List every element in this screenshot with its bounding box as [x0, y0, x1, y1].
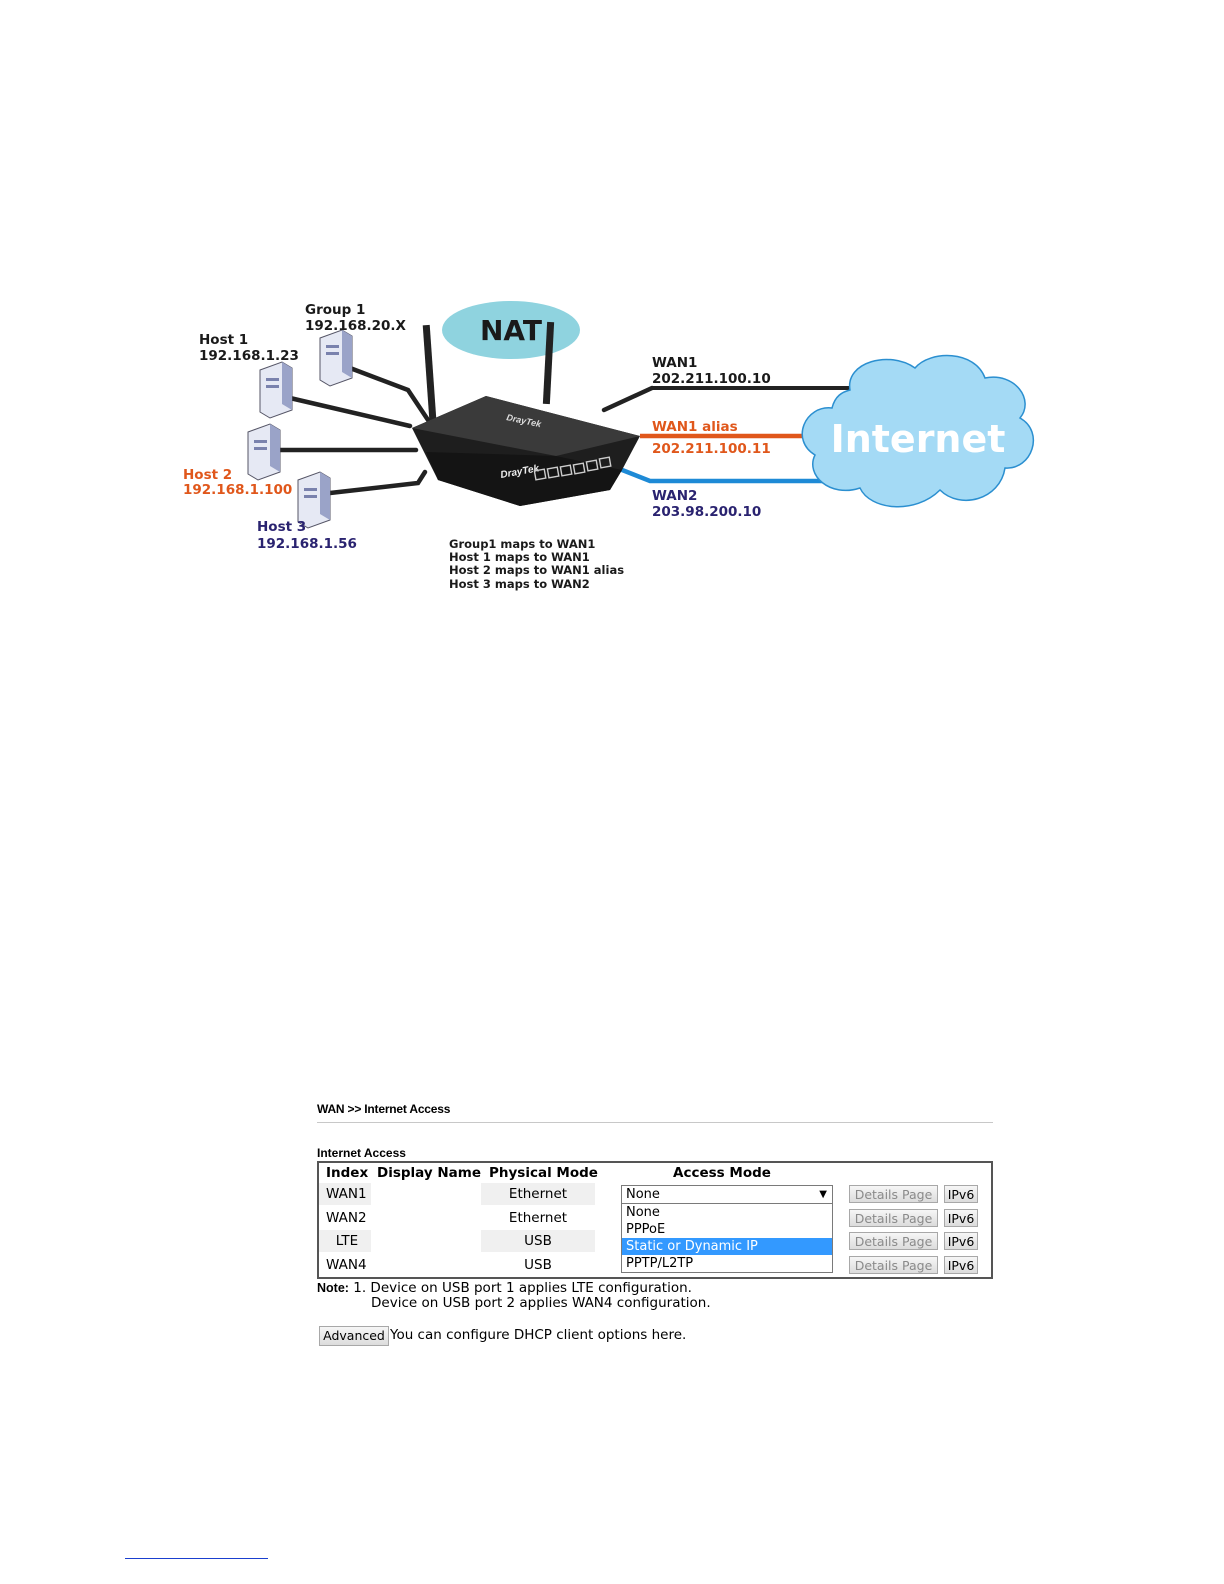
nat-label: NAT	[480, 314, 542, 347]
ipv6-button[interactable]: IPv6	[944, 1185, 978, 1203]
nat-ellipse	[442, 301, 580, 359]
option-none[interactable]: None	[626, 1205, 660, 1220]
table-row: LTE USB Details Page IPv6	[319, 1230, 991, 1254]
row-index: LTE	[335, 1233, 359, 1249]
header-index: Index	[326, 1165, 369, 1181]
server-icon-host1	[259, 361, 293, 419]
wan1-alias-name: WAN1 alias	[652, 419, 738, 435]
host3-ip: 192.168.1.56	[257, 536, 357, 552]
table-row: WAN2 Ethernet Details Page IPv6	[319, 1207, 991, 1231]
header-access-mode: Access Mode	[673, 1165, 771, 1181]
access-mode-dropdown: None PPPoE Static or Dynamic IP PPTP/L2T…	[621, 1203, 833, 1273]
note-line-1: 1. Device on USB port 1 applies LTE conf…	[353, 1280, 692, 1296]
nat-mapping-diagram: NAT Internet DrayTek DrayTek	[183, 301, 1035, 591]
row-index: WAN2	[326, 1209, 367, 1226]
note: Note: 1. Device on USB port 1 applies LT…	[317, 1281, 993, 1311]
wan1-name: WAN1	[652, 355, 697, 371]
option-pptp-l2tp[interactable]: PPTP/L2TP	[626, 1256, 694, 1271]
host1-ip: 192.168.1.23	[199, 348, 299, 364]
router-ports	[533, 456, 612, 481]
option-pppoe[interactable]: PPPoE	[626, 1222, 666, 1237]
note-label: Note:	[317, 1281, 349, 1295]
mapping-line: Host 3 maps to WAN2	[449, 577, 590, 591]
mapping-line: Host 1 maps to WAN1	[449, 550, 590, 564]
details-page-button[interactable]: Details Page	[849, 1208, 938, 1227]
option-static-dynamic-ip[interactable]: Static or Dynamic IP	[622, 1238, 832, 1255]
server-icon-host3	[297, 471, 331, 529]
row-index: WAN4	[326, 1256, 367, 1273]
router: DrayTek DrayTek	[412, 321, 640, 506]
row-physical-mode: USB	[524, 1256, 552, 1273]
wan1-ip: 202.211.100.10	[652, 371, 771, 387]
row-physical-mode: USB	[524, 1233, 552, 1249]
ipv6-button[interactable]: IPv6	[944, 1232, 978, 1250]
link-wan2	[611, 463, 830, 484]
note-line-2: Device on USB port 2 applies WAN4 config…	[371, 1295, 711, 1311]
mapping-line: Group1 maps to WAN1	[449, 537, 595, 551]
cable-group1	[347, 365, 431, 423]
group1-name: Group 1	[305, 302, 365, 318]
header-physical-mode: Physical Mode	[489, 1165, 598, 1181]
row-physical-mode: Ethernet	[508, 1209, 568, 1226]
table-header: Index Display Name Physical Mode Access …	[319, 1163, 991, 1183]
wan1-alias-ip: 202.211.100.11	[652, 441, 771, 457]
server-icon-group1	[319, 329, 353, 387]
advanced-description: You can configure DHCP client options he…	[390, 1327, 687, 1343]
advanced-row: Advanced You can configure DHCP client o…	[317, 1326, 993, 1348]
footnote-rule	[125, 1558, 268, 1559]
ipv6-button[interactable]: IPv6	[944, 1255, 978, 1274]
row-physical-mode: Ethernet	[508, 1186, 568, 1202]
details-page-button[interactable]: Details Page	[849, 1255, 938, 1274]
internet-access-table: Index Display Name Physical Mode Access …	[317, 1161, 993, 1279]
details-page-button[interactable]: Details Page	[849, 1232, 938, 1250]
host3-name: Host 3	[257, 519, 306, 535]
access-mode-select[interactable]: None ▼	[621, 1185, 833, 1204]
wan2-name: WAN2	[652, 488, 697, 504]
row-index: WAN1	[326, 1186, 367, 1202]
group1-ip: 192.168.20.X	[305, 318, 407, 334]
divider	[317, 1122, 993, 1123]
select-value: None	[626, 1187, 660, 1202]
ipv6-button[interactable]: IPv6	[944, 1208, 978, 1227]
cable-host3	[327, 469, 428, 496]
internet-label: Internet	[831, 417, 1006, 461]
mapping-line: Host 2 maps to WAN1 alias	[449, 563, 624, 577]
advanced-button[interactable]: Advanced	[319, 1326, 389, 1346]
host1-name: Host 1	[199, 332, 248, 348]
breadcrumb: WAN >> Internet Access	[317, 1102, 451, 1116]
header-display-name: Display Name	[377, 1165, 481, 1181]
section-title: Internet Access	[317, 1146, 406, 1160]
details-page-button[interactable]: Details Page	[849, 1185, 938, 1203]
host2-ip: 192.168.1.100	[183, 482, 292, 498]
dropdown-arrow-icon: ▼	[819, 1189, 827, 1200]
wan2-ip: 203.98.200.10	[652, 504, 761, 520]
server-icon-host2	[247, 423, 281, 481]
host2-name: Host 2	[183, 467, 232, 483]
cable-host1	[287, 395, 413, 429]
internet-cloud	[801, 354, 1035, 508]
internet-access-panel: WAN >> Internet Access Internet Access I…	[317, 1096, 993, 1348]
table-row: WAN4 USB Details Page IPv6	[319, 1254, 991, 1278]
cable-wan1-left	[601, 385, 655, 413]
